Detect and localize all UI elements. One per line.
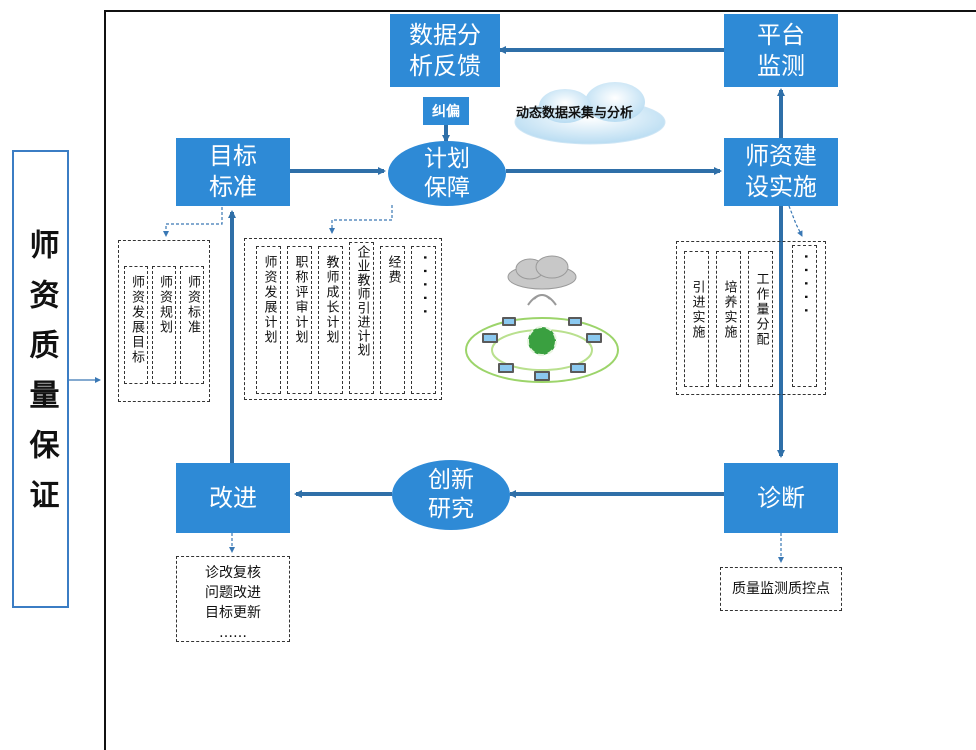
- plan-item: 师资发展计划: [256, 246, 281, 394]
- goal-item: 师资标准: [180, 266, 204, 384]
- correct-label: 纠偏: [423, 97, 469, 125]
- diagnose-note: 质量监测质控点: [732, 581, 830, 597]
- link-build-items: [788, 205, 803, 237]
- improve-note: 诊改复核: [205, 565, 261, 581]
- build-item: 工作量分配: [748, 251, 773, 387]
- node-platform-monitor: 平台监测: [724, 14, 838, 87]
- plan-item: 经费: [380, 246, 405, 394]
- goal-item: 师资发展目标: [124, 266, 148, 384]
- build-items-group: [676, 241, 826, 395]
- node-innovate-research: 创新研究: [392, 460, 510, 530]
- improve-note: ……: [219, 625, 247, 641]
- plan-item: 职称评审计划: [287, 246, 312, 394]
- build-item-more: · · · · ·: [792, 245, 817, 387]
- cloud-icon: [514, 82, 666, 145]
- plan-item: 教师成长计划: [318, 246, 343, 394]
- goal-item: 师资规划: [152, 266, 176, 384]
- diagram-frame: [104, 10, 976, 750]
- improve-note: 目标更新: [205, 605, 261, 621]
- quality-assurance-label-box: 师资质量保证: [12, 150, 69, 608]
- node-diagnose: 诊断: [724, 463, 838, 533]
- cloud-label: 动态数据采集与分析: [516, 106, 634, 121]
- improve-notes-box: 诊改复核 问题改进 目标更新 ……: [176, 556, 290, 642]
- goal-items-group: [118, 240, 210, 402]
- build-item: 引进实施: [684, 251, 709, 387]
- node-goal-standard: 目标标准: [176, 138, 290, 206]
- plan-items-group: [244, 238, 442, 400]
- diagnose-note-box: 质量监测质控点: [720, 567, 842, 611]
- node-improve: 改进: [176, 463, 290, 533]
- node-data-feedback: 数据分析反馈: [390, 14, 500, 87]
- quality-assurance-label: 师资质量保证: [23, 229, 59, 529]
- plan-item: 企业教师引进计划: [349, 242, 374, 394]
- node-build-implement: 师资建设实施: [724, 138, 838, 206]
- plan-item-more: · · · · ·: [411, 246, 436, 394]
- build-item: 培养实施: [716, 251, 741, 387]
- node-plan-guarantee: 计划保障: [388, 141, 506, 206]
- network-cloud-icon: [465, 255, 619, 383]
- link-plan-items: [329, 205, 393, 234]
- link-goal-items: [163, 207, 223, 237]
- improve-note: 问题改进: [205, 585, 261, 601]
